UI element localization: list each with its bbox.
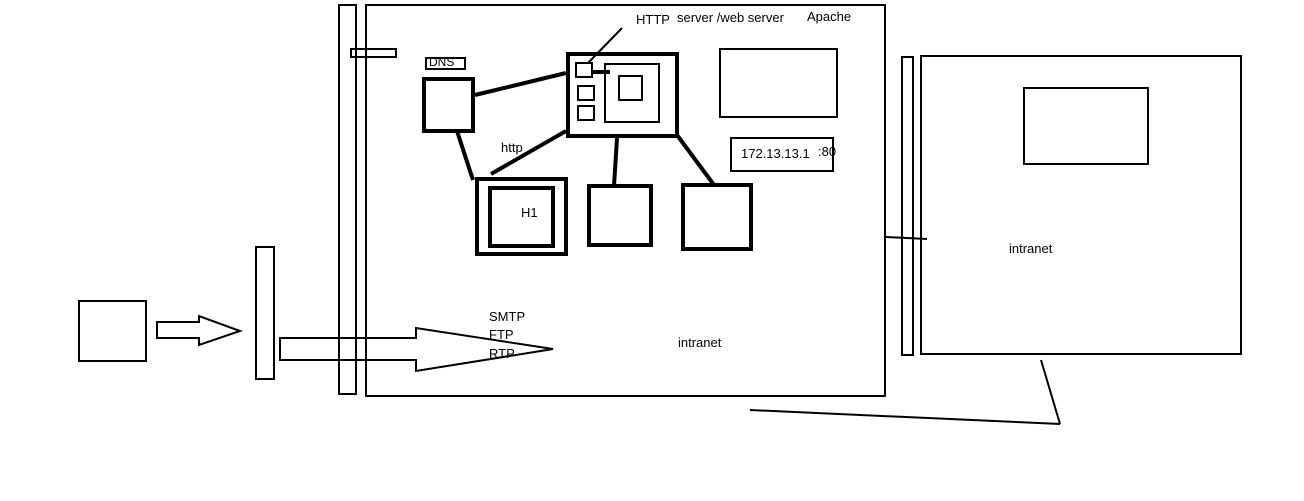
web-server-inner-box [618, 75, 643, 101]
dns-server-box [422, 77, 475, 133]
dns-to-web-line [474, 71, 567, 97]
bottom-link-1 [749, 409, 1061, 425]
apache-label: Apache [807, 9, 852, 24]
dns-label: DNS [429, 55, 455, 69]
client-arrow [156, 314, 243, 347]
http-label: http [501, 140, 523, 155]
outer-firewall-bar [255, 246, 275, 380]
web-to-host3-line [675, 133, 716, 187]
protocol-rtp-label: RTP [489, 346, 515, 361]
dns-label-box [425, 57, 466, 70]
ip-address-label: 172.13.13.1 [741, 146, 810, 161]
ip-address-box [730, 137, 834, 172]
web-server-box [566, 52, 679, 138]
protocol-ftp-label: FTP [489, 327, 514, 342]
traffic-arrow [279, 326, 554, 373]
host-2-box [587, 184, 653, 247]
right-firewall-bar [901, 56, 914, 356]
web-server-port-3 [577, 105, 595, 121]
h1-label: H1 [521, 205, 538, 220]
apache-box [719, 48, 838, 118]
h1-host-inner [488, 186, 555, 248]
intranet-left-label: intranet [678, 335, 722, 350]
firewall-tab [350, 48, 397, 58]
h1-host-outer [475, 177, 568, 256]
dns-to-h1-line [455, 130, 475, 181]
external-client-box [78, 300, 147, 362]
web-server-port-1 [575, 62, 593, 78]
web-to-host2-line [612, 137, 619, 187]
protocol-smtp-label: SMTP [489, 309, 526, 324]
bottom-link-2 [1040, 359, 1061, 425]
http-title-label: HTTP [636, 12, 670, 27]
host-3-box [681, 183, 753, 251]
web-server-port-2 [577, 85, 595, 101]
right-server-box [1023, 87, 1149, 165]
intranet-right-label: intranet [1009, 241, 1053, 256]
http-pointer-line [587, 27, 623, 64]
web-server-inner-frame [604, 63, 660, 123]
intranet-boundary-left [365, 4, 886, 397]
h1-to-web-line [490, 129, 567, 176]
server-title-label: server /web server [677, 10, 784, 25]
intranet-firewall-bar [338, 4, 357, 395]
intranet-boundary-right [920, 55, 1242, 355]
port-label: :80 [818, 144, 837, 159]
